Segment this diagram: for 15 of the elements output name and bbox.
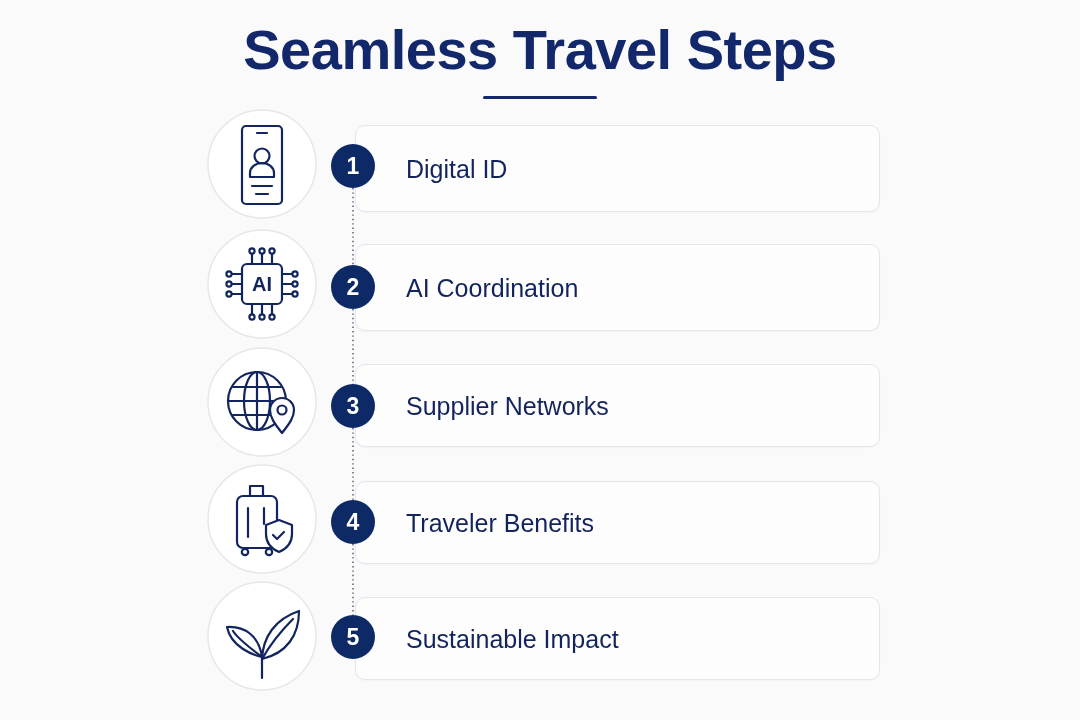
step-label: AI Coordination (406, 272, 579, 303)
chip-label: AI (252, 273, 272, 295)
step-label: Digital ID (406, 153, 508, 184)
dotted-connector (352, 427, 354, 501)
step-label: Sustainable Impact (406, 623, 619, 654)
step-number-badge: 5 (331, 615, 375, 659)
step-label: Traveler Benefits (406, 507, 595, 538)
step-label: Supplier Networks (406, 390, 609, 421)
title: Seamless Travel Steps (243, 18, 837, 81)
step-number-badge: 1 (331, 144, 375, 188)
step-number-badge: 2 (331, 265, 375, 309)
step-number-badge: 4 (331, 500, 375, 544)
dotted-connector (352, 187, 354, 266)
step-number-badge: 3 (331, 384, 375, 428)
dotted-connector (352, 543, 354, 616)
